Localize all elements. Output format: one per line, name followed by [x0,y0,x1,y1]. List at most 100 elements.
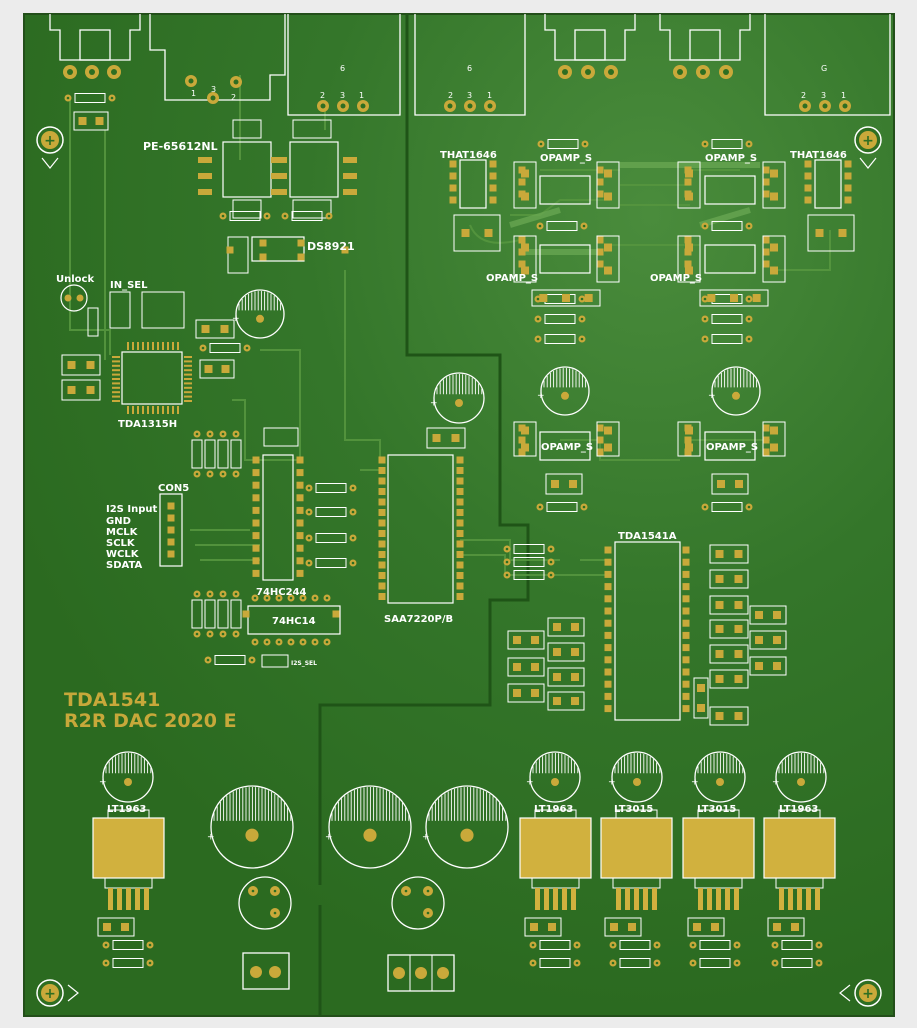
label-opamp-br: OPAMP_S [706,442,758,453]
label-that1646-right: THAT1646 [790,150,847,161]
qfp-pad [184,391,192,394]
label-opamp-bl: OPAMP_S [541,442,593,453]
qfp-pad [112,356,120,358]
capacitor [97,917,135,937]
capacitor [693,677,709,719]
capacitor [762,161,786,209]
qfp-pad [112,391,120,394]
capacitor [709,569,749,589]
connector-pin-labels: 1 3 2 6 2 3 1 6 2 3 1 G 2 3 1 [191,64,846,102]
label-i2s-sel: I2S_SEL [291,660,317,667]
small-capacitor [238,876,292,930]
qfp-pad [184,378,192,380]
resistor [513,557,545,567]
resistor [546,502,578,512]
connector-xlr2 [287,14,401,116]
qfp-pad [112,369,120,372]
qfp-pad [167,406,169,414]
label-opamp-tl: OPAMP_S [540,153,592,164]
resistor [291,211,323,221]
resistor [544,334,576,344]
electrolytic-capacitor: + [430,372,485,424]
qfp-pad [184,386,192,389]
qfp-pad [132,342,134,350]
svg-text:+: + [44,986,56,1002]
resistor [315,558,347,568]
pin-label: 1 [487,91,492,100]
resistor [112,958,144,968]
qfp-pad [162,342,164,350]
svg-text:+: + [325,832,333,842]
pin-label: 2 [448,91,453,100]
smd-pad [273,189,287,195]
capacitor [596,421,620,457]
resistor [619,940,651,950]
qfp-pad [147,406,149,414]
capacitor [699,289,769,307]
capacitor [709,544,749,564]
qfp-pad [184,400,192,402]
traces [69,75,831,576]
svg-text:+: + [207,832,215,842]
qfp-pad [112,382,120,385]
capacitor [513,421,537,457]
capacitor [507,630,545,650]
qfp-pad [172,406,174,414]
label-unlock: Unlock [56,274,94,285]
electrolytic-capacitor: + [772,751,827,803]
regulator [519,809,592,910]
resistor [711,139,743,149]
pin-label: 6 [467,64,472,73]
label-tda1541a: TDA1541A [618,531,677,542]
qfp-pad [142,342,144,350]
pin-label: 1 [841,91,846,100]
label-reg-4: LT3015 [697,804,736,815]
qfp-pad [167,342,169,350]
ground-split-line [318,14,530,1016]
resistor [315,533,347,543]
svg-text:+: + [526,778,534,788]
smd-pad [198,157,212,163]
capacitor [545,473,583,495]
pe-transformer-1 [222,119,272,219]
qfp-pad [112,386,120,389]
capacitor [453,214,501,252]
qfp-pad [127,342,129,350]
qfp-pad [184,364,192,367]
label-pe65612nl: PE-65612NL [143,140,218,153]
smd-pad [273,157,287,163]
svg-text:+: + [99,778,107,788]
qfp-pad [112,395,120,398]
qfp-pad [147,342,149,350]
capacitor [61,354,101,376]
qfp-pad [112,360,120,363]
electrolytic-capacitor: + [207,785,294,869]
con5-header[interactable] [159,493,183,567]
capacitor [426,427,466,449]
i2s-sel-jumper[interactable] [261,654,289,668]
label-gnd: GND [106,516,131,527]
resistor [204,599,216,629]
label-ds8921: DS8921 [307,240,355,253]
electrolytic-capacitor: + [608,751,663,803]
qfp-pad [152,406,154,414]
label-con5: CON5 [158,483,189,494]
electrolytic-capacitor: + [537,366,590,416]
qfp-pad [112,364,120,367]
capacitor [604,917,642,937]
resistor [547,139,579,149]
qfp-pad [184,382,192,385]
capacitor [507,683,545,703]
in-sel-jumper[interactable] [109,291,131,329]
resistor [711,502,743,512]
pin-label: 3 [211,85,216,94]
qfp-pad [177,406,179,414]
qfp-pad [137,406,139,414]
label-reg-5: LT1963 [779,804,818,815]
connector-left [49,14,141,61]
pin-label: 2 [231,93,236,102]
mounting-hole-tr: + [854,126,882,169]
resistor [781,940,813,950]
qfp-pad [184,356,192,358]
